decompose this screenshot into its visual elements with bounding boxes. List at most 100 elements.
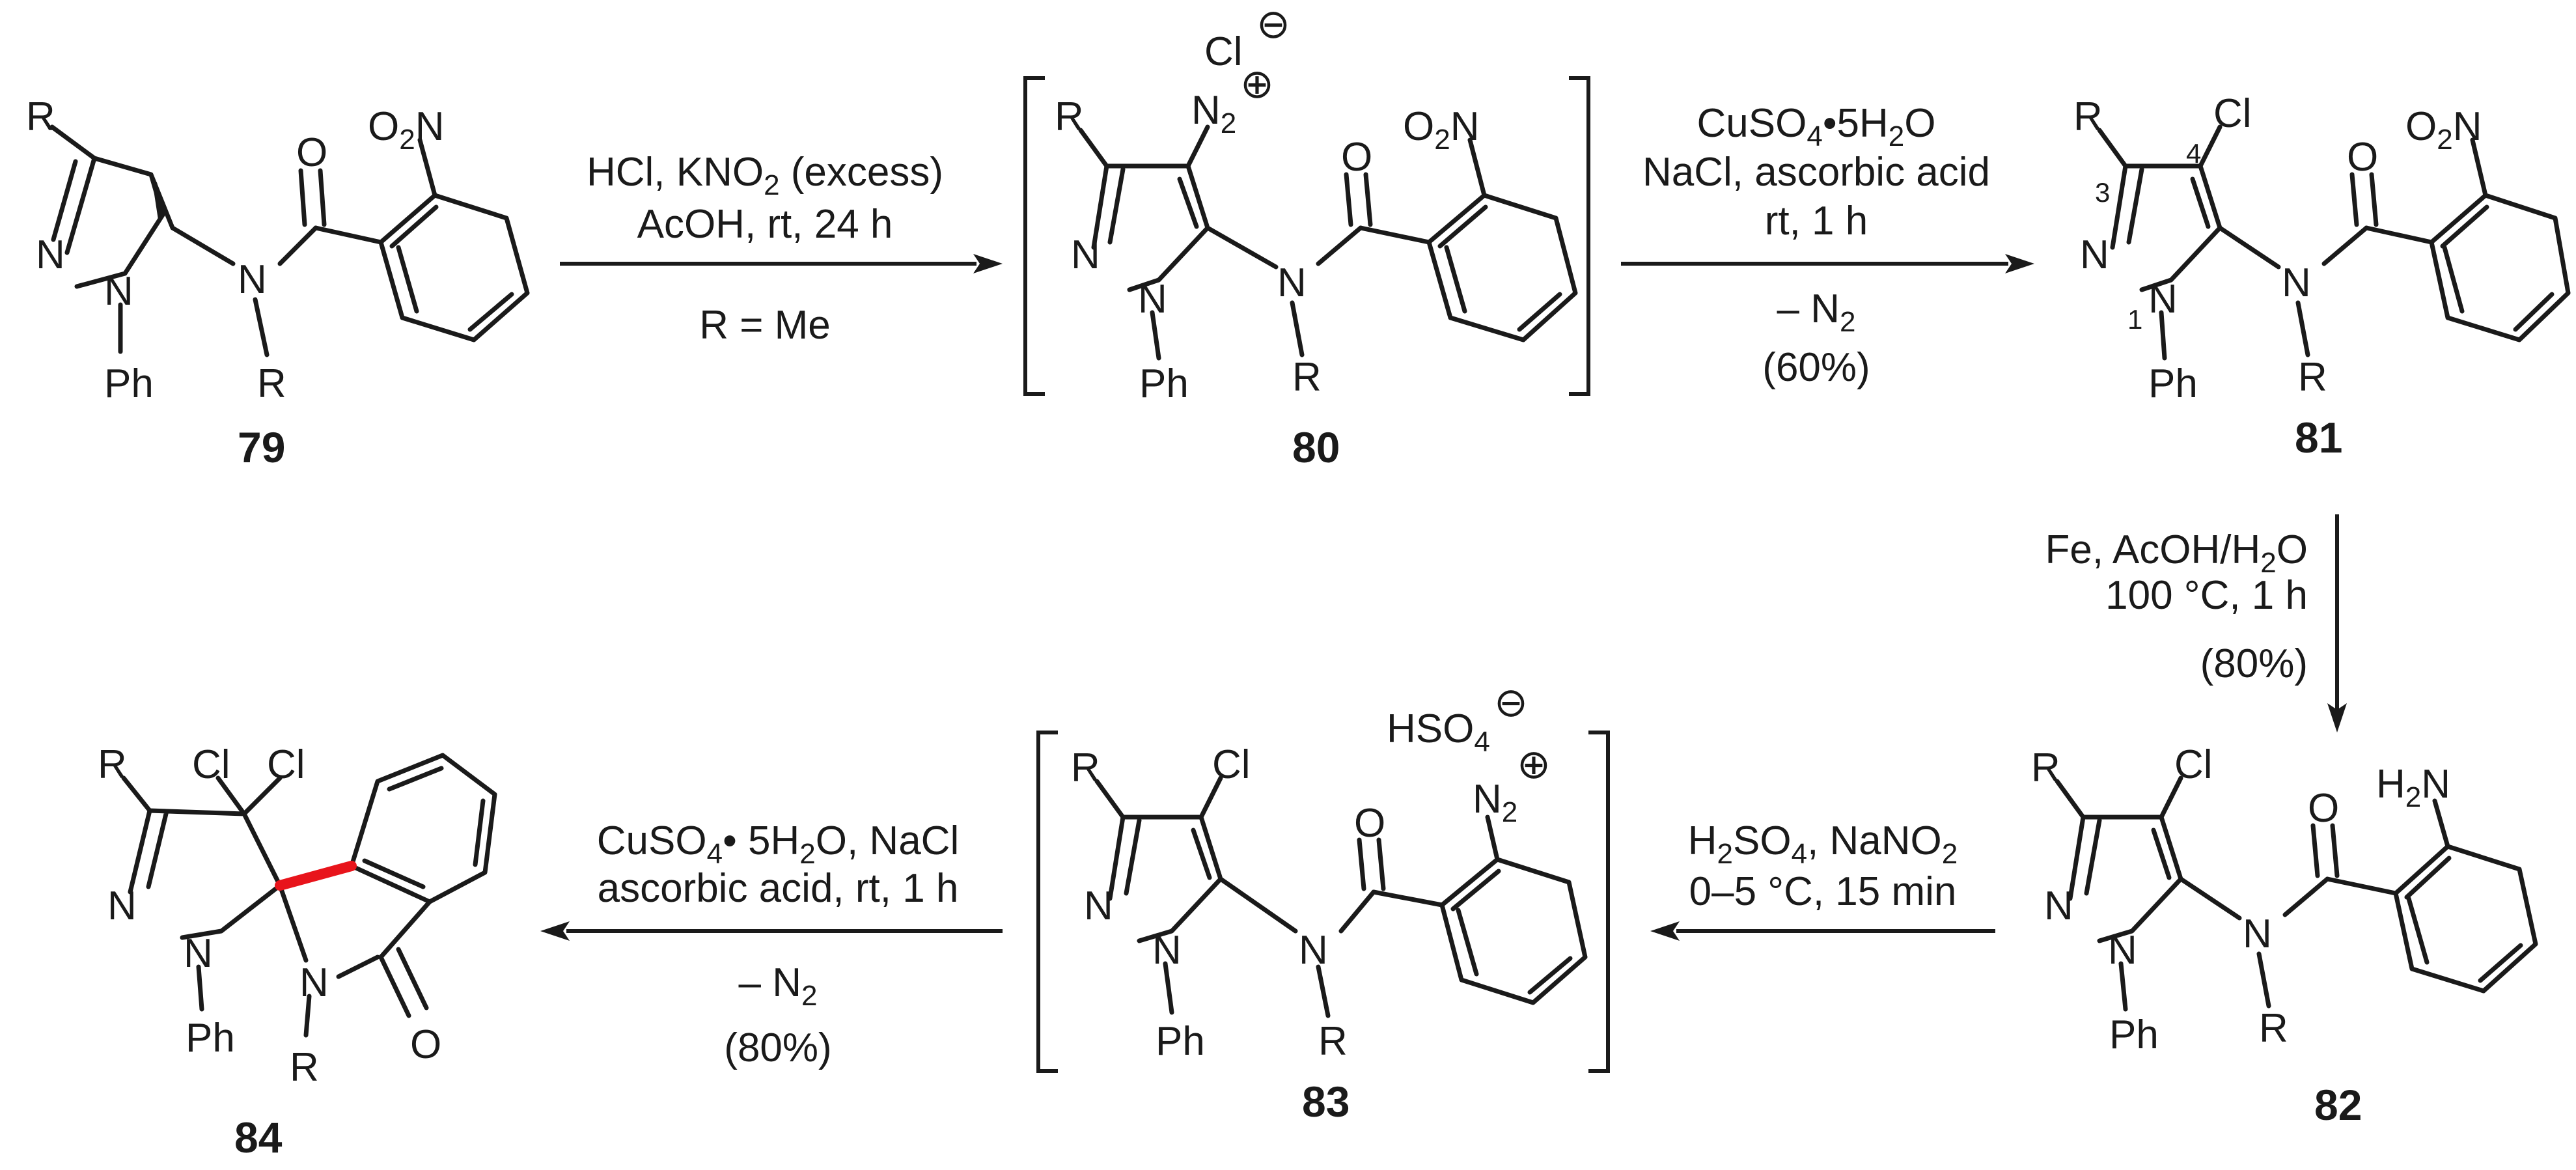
compound-83-bonds <box>1094 775 1588 1018</box>
bond-r-c3 <box>2097 128 2128 169</box>
atom-n-amide: N <box>238 257 267 302</box>
bond-co-ring <box>2325 876 2398 896</box>
bond-n-r <box>2295 300 2310 357</box>
pyrazoline-ring <box>128 808 283 940</box>
bond-ring-no2 <box>1467 137 1487 198</box>
atom-o-carbonyl: O <box>1354 801 1385 846</box>
atom-n1: N <box>1138 277 1167 322</box>
condition-loss: – N2 <box>1777 286 1856 338</box>
bond-n-co <box>336 954 380 979</box>
atom-nh2: H2N <box>2376 762 2450 813</box>
compound-82-bonds <box>2055 775 2538 1012</box>
atom-n2: N <box>2080 232 2109 277</box>
charge-minus: ⊖ <box>1494 680 1528 725</box>
condition-reagents: Fe, AcOH/H2O <box>2045 527 2308 579</box>
atom-n-amide: N <box>1299 928 1328 973</box>
atom-n1: N <box>184 931 213 976</box>
bond-n-co <box>1338 889 1376 934</box>
bond-n1-ph <box>1163 961 1174 1015</box>
atom-r: R <box>2073 94 2103 139</box>
atom-o-carbonyl: O <box>296 130 327 175</box>
condition-note: R = Me <box>699 303 831 348</box>
atom-cl: Cl <box>2213 91 2252 136</box>
condition-temperature: 0–5 °C, 15 min <box>1689 869 1957 914</box>
step-2: CuSO4•5H2O NaCl, ascorbic acid rt, 1 h –… <box>1621 101 2034 390</box>
condition-yield: (80%) <box>724 1025 831 1070</box>
bond-n-co <box>2321 225 2369 266</box>
atom-no2: O2N <box>1403 104 1480 156</box>
compound-84: R Cl Cl N N Ph N R O 84 <box>98 742 497 1162</box>
atom-o-carbonyl: O <box>1341 135 1372 180</box>
atom-r-amide: R <box>1292 355 1322 400</box>
bracket-left <box>1036 731 1058 1073</box>
compound-label: 81 <box>2295 413 2342 462</box>
compound-label: 84 <box>234 1113 283 1162</box>
compound-81: R 3 4 1 N N Ph Cl N R O O2N 81 <box>2073 91 2571 462</box>
benzene-inner-bonds <box>1450 869 1573 995</box>
bond-c5-n <box>170 225 236 266</box>
benzene-inner-bonds <box>2440 204 2555 332</box>
charge-plus: ⊕ <box>1240 62 1274 107</box>
atom-o-carbonyl: O <box>2308 786 2339 831</box>
bond-c4-cl <box>2198 124 2223 169</box>
compound-84-bonds <box>121 753 497 1038</box>
double-bond-c4c5 <box>1191 828 1212 880</box>
condition-yield: (80%) <box>2200 641 2308 686</box>
step-5: CuSO4• 5H2O, NaCl ascorbic acid, rt, 1 h… <box>540 818 1003 1070</box>
carbonyl-double-bond <box>2349 172 2379 227</box>
benzene-inner-bonds <box>1437 204 1562 332</box>
atom-cl-b: Cl <box>267 742 305 787</box>
step-1: HCl, KNO2 (excess) AcOH, rt, 24 h R = Me <box>560 150 1003 348</box>
bond-c4-cl-a <box>215 775 247 816</box>
bond-co-aryl <box>378 899 432 960</box>
bond-c5-n <box>2178 876 2242 921</box>
benzene-inner-bonds <box>362 766 486 889</box>
compound-82: R N N Ph Cl N R O H2N 82 <box>2031 742 2538 1129</box>
bond-n1-ph <box>1150 310 1161 361</box>
bond-n-r <box>1316 964 1331 1018</box>
atom-o-carbonyl: O <box>2347 135 2378 180</box>
locant-1: 1 <box>2127 304 2142 335</box>
atom-counterion: Cl <box>1204 29 1243 74</box>
double-bond-c4c5 <box>152 181 163 220</box>
condition-temperature: 100 °C, 1 h <box>2105 573 2308 618</box>
carbonyl-double-bond <box>1344 172 1373 227</box>
condition-reagents: HCl, KNO2 (excess) <box>587 150 943 201</box>
double-bond-c4c5 <box>2151 828 2172 880</box>
arrowhead <box>2327 703 2347 732</box>
pyrazole-ring <box>1107 815 1223 943</box>
pyrazole-ring <box>51 156 175 289</box>
compound-80: R N N Ph N R O O2N N2 ⊕ Cl ⊖ 80 <box>1023 2 1590 471</box>
atom-n1: N <box>104 269 133 314</box>
condition-time: rt, 1 h <box>1765 199 1868 244</box>
compound-label: 82 <box>2314 1081 2362 1129</box>
atom-r-lactam: R <box>290 1045 319 1090</box>
benzene-inner-bonds <box>2404 856 2523 983</box>
bond-r-c3 <box>1078 128 1109 169</box>
compound-label: 79 <box>238 423 285 471</box>
bond-r-c3 <box>1094 779 1126 820</box>
atom-n2: N <box>2044 884 2073 928</box>
carbonyl-double-bond <box>2310 823 2340 878</box>
new-spiro-bond <box>275 861 357 891</box>
atom-cl: Cl <box>1212 742 1251 787</box>
arrowhead <box>1650 921 1680 941</box>
atom-r: R <box>98 742 127 787</box>
compound-label: 83 <box>1302 1078 1350 1126</box>
atom-no2: O2N <box>368 104 445 156</box>
carbonyl-double-bond <box>1357 837 1386 891</box>
bond-n1-ph <box>2118 961 2128 1012</box>
bond-c4-cl-b <box>242 775 283 816</box>
condition-reagents: H2SO4, NaNO2 <box>1688 818 1958 870</box>
lactam-carbonyl <box>378 947 429 1018</box>
bond-r-c3 <box>2055 779 2086 820</box>
locant-3: 3 <box>2095 177 2110 208</box>
bond-r-c3 <box>49 124 97 161</box>
benzene-inner-bonds <box>389 204 514 332</box>
charge-minus: ⊖ <box>1256 2 1290 47</box>
atom-diazonium: N2 <box>1473 777 1517 828</box>
atom-r-amide: R <box>257 361 286 406</box>
step-3: Fe, AcOH/H2O 100 °C, 1 h (80%) <box>2045 514 2347 732</box>
compound-83: R N N Ph Cl N R O N2 ⊕ HSO4 ⊖ 83 <box>1036 680 1610 1126</box>
atom-n-amide: N <box>2282 260 2311 305</box>
